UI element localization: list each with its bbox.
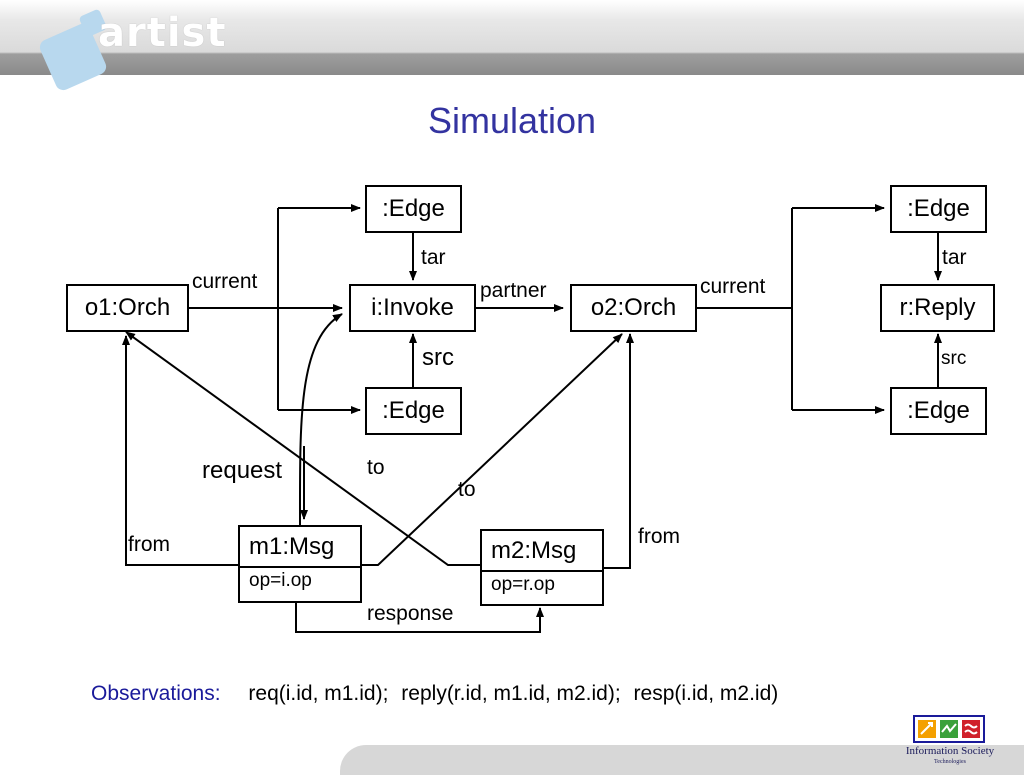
label-tar-right: tar [942, 246, 967, 269]
ist-logo-subtitle: Technologies [934, 759, 966, 765]
ist-logo [913, 715, 985, 743]
label-to-1: to [367, 456, 385, 479]
to-link-m2-o1 [125, 331, 482, 566]
observation-reply: reply(r.id, m1.id, m2.id); [401, 682, 621, 705]
observations-line: Observations: req(i.id, m1.id); reply(r.… [91, 682, 778, 706]
from-link-right [604, 333, 634, 569]
label-src-left: src [422, 344, 454, 371]
m1-msg-node: m1:Msg op=i.op [238, 525, 362, 603]
m1-msg-name: m1:Msg [240, 527, 360, 568]
response-link [295, 603, 544, 633]
logo-text: artist [98, 10, 227, 56]
label-src-right: src [941, 348, 967, 369]
label-tar-left: tar [421, 246, 446, 269]
page-title: Simulation [427, 100, 597, 141]
logo-shape [39, 9, 107, 91]
ist-logo-text: Information Society Technologies [900, 746, 1000, 768]
header-bar [0, 0, 1024, 75]
r-reply-node: r:Reply [880, 284, 995, 332]
label-current-right: current [700, 275, 766, 298]
edge-node-bottom-right: :Edge [890, 387, 987, 435]
from-link-left [122, 335, 239, 566]
edge-node-top-left: :Edge [365, 185, 462, 233]
ist-logo-title: Information Society [905, 745, 995, 757]
label-partner: partner [480, 279, 547, 302]
artist-logo [39, 9, 107, 91]
o1-orch-node: o1:Orch [66, 284, 189, 332]
to-link-m1-o2 [362, 333, 623, 566]
label-current-left: current [192, 270, 258, 293]
edge-node-bottom-left: :Edge [365, 387, 462, 435]
label-from-right: from [638, 525, 680, 548]
label-to-2: to [458, 478, 476, 501]
edge-node-top-right: :Edge [890, 185, 987, 233]
m2-msg-attr: op=r.op [491, 574, 555, 595]
request-link [298, 313, 343, 526]
observations-label: Observations: [91, 682, 221, 705]
label-from-left: from [128, 533, 170, 556]
label-response: response [367, 602, 454, 625]
i-invoke-node: i:Invoke [349, 284, 476, 332]
observation-resp: resp(i.id, m2.id) [633, 682, 779, 705]
m2-msg-node: m2:Msg op=r.op [480, 529, 604, 606]
m1-msg-attr: op=i.op [249, 570, 312, 591]
observation-req: req(i.id, m1.id); [248, 682, 389, 705]
m2-msg-name: m2:Msg [482, 531, 602, 572]
o2-orch-node: o2:Orch [570, 284, 697, 332]
label-request: request [202, 457, 283, 484]
